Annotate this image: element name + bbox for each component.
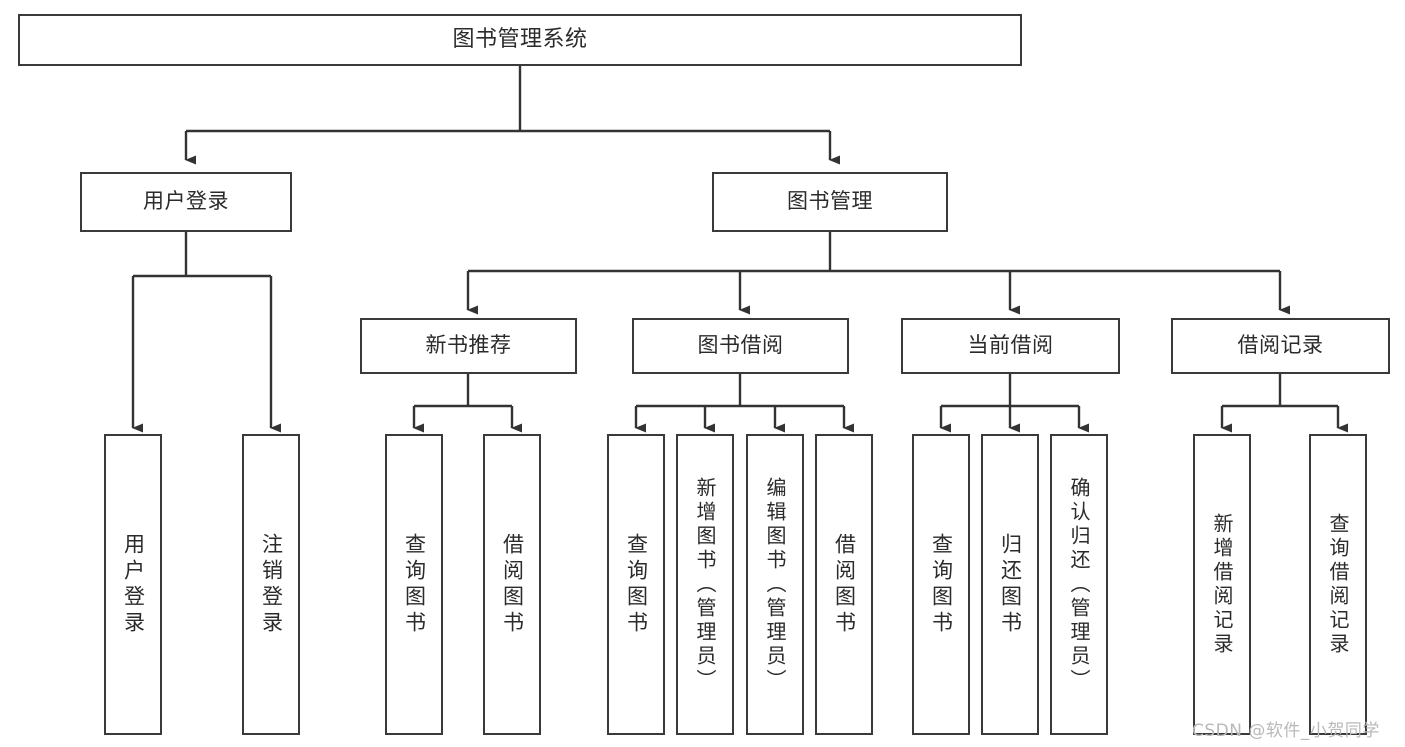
node-label: 新增图书（管理员） [693, 476, 717, 693]
node-label: 新增借阅记录 [1210, 512, 1234, 657]
node-label: 借阅图书 [832, 532, 857, 637]
node-leaf-query-book-borrow[interactable]: 查询图书 [607, 434, 665, 735]
node-leaf-query-book-current[interactable]: 查询图书 [912, 434, 970, 735]
node-label: 当前借阅 [967, 333, 1054, 358]
node-leaf-borrow-book-recommend[interactable]: 借阅图书 [483, 434, 541, 735]
node-label: 查询图书 [402, 532, 427, 637]
csdn-watermark: CSDN @软件_小贺同学 [1192, 721, 1380, 741]
node-book-borrow[interactable]: 图书借阅 [632, 318, 849, 374]
node-label: 用户登录 [121, 532, 146, 637]
node-root-system[interactable]: 图书管理系统 [18, 14, 1022, 66]
node-leaf-return-book[interactable]: 归还图书 [981, 434, 1039, 735]
node-leaf-user-logout[interactable]: 注销登录 [242, 434, 300, 735]
node-label: 归还图书 [998, 532, 1023, 637]
node-leaf-add-borrow-record[interactable]: 新增借阅记录 [1193, 434, 1251, 735]
node-label: 注销登录 [259, 532, 284, 637]
node-user-login[interactable]: 用户登录 [80, 172, 292, 232]
node-label: 确认归还（管理员） [1067, 476, 1091, 693]
node-new-book-recommend[interactable]: 新书推荐 [360, 318, 577, 374]
node-label: 图书管理 [787, 189, 873, 214]
node-label: 借阅图书 [500, 532, 525, 637]
node-label: 查询图书 [929, 532, 954, 637]
node-leaf-add-book-admin[interactable]: 新增图书（管理员） [676, 434, 734, 735]
node-leaf-confirm-return-admin[interactable]: 确认归还（管理员） [1050, 434, 1108, 735]
node-label: 新书推荐 [425, 333, 512, 358]
node-leaf-query-borrow-record[interactable]: 查询借阅记录 [1309, 434, 1367, 735]
node-label: 编辑图书（管理员） [763, 476, 787, 693]
node-leaf-edit-book-admin[interactable]: 编辑图书（管理员） [746, 434, 804, 735]
node-label: 图书借阅 [697, 333, 784, 358]
node-label: 用户登录 [143, 189, 229, 214]
node-leaf-query-book-recommend[interactable]: 查询图书 [385, 434, 443, 735]
node-leaf-user-login[interactable]: 用户登录 [104, 434, 162, 735]
node-label: 查询借阅记录 [1326, 512, 1350, 657]
node-borrow-record[interactable]: 借阅记录 [1171, 318, 1390, 374]
node-leaf-lend-book[interactable]: 借阅图书 [815, 434, 873, 735]
node-current-borrow[interactable]: 当前借阅 [901, 318, 1120, 374]
node-label: 借阅记录 [1237, 333, 1324, 358]
node-label: 图书管理系统 [452, 26, 588, 52]
node-label: 查询图书 [624, 532, 649, 637]
node-book-management[interactable]: 图书管理 [712, 172, 948, 232]
